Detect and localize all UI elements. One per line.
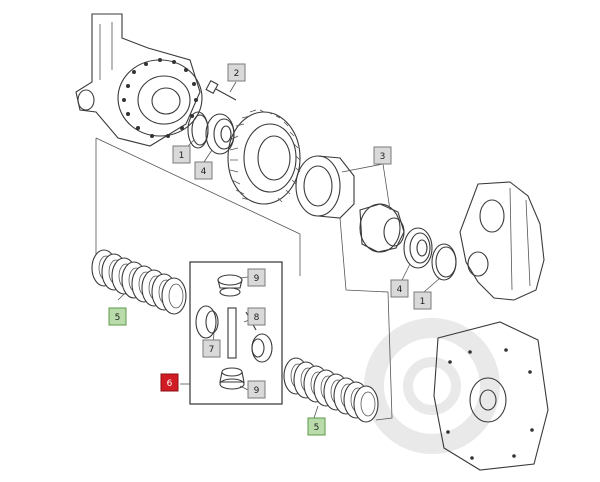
callout-number: 1 [179, 151, 185, 161]
callout-9-c9b[interactable]: 9 [247, 380, 266, 399]
callout-1-c1a[interactable]: 1 [172, 145, 191, 164]
pinion-gear-lower [219, 367, 245, 390]
callout-3-c3[interactable]: 3 [373, 146, 392, 165]
housing-right [433, 181, 549, 471]
ring-gear [227, 109, 301, 205]
callout-number: 9 [254, 386, 260, 396]
callout-9-c9a[interactable]: 9 [247, 268, 266, 287]
callout-number: 3 [380, 152, 386, 162]
callout-number: 6 [167, 379, 173, 389]
callout-4-c4a[interactable]: 4 [194, 161, 213, 180]
callout-5-c5a[interactable]: 5 [108, 307, 127, 326]
side-gear-left [195, 305, 219, 339]
bearing-top [205, 113, 235, 155]
callout-number: 4 [397, 285, 403, 295]
callout-number: 1 [420, 297, 426, 307]
clutch-plate-bore [360, 391, 376, 417]
bolt [205, 79, 237, 101]
callout-number: 8 [254, 313, 260, 323]
side-gear-right [251, 333, 273, 363]
clutch-plates-left [91, 249, 187, 315]
callout-number: 5 [314, 423, 320, 433]
clutch-plate [353, 385, 379, 423]
clutch-plate-bore [168, 283, 184, 309]
callout-2-c2[interactable]: 2 [227, 63, 246, 82]
callout-6-c6[interactable]: 6 [160, 373, 179, 392]
leader-lines [95, 81, 441, 421]
callout-8-c8[interactable]: 8 [247, 307, 266, 326]
cross-shaft [227, 307, 237, 359]
callout-number: 7 [209, 345, 215, 355]
callout-labels: 1 2 3 4 4 1 5 5 6 7 8 9 9 [108, 63, 432, 436]
callout-number: 9 [254, 274, 260, 284]
callout-number: 2 [234, 69, 240, 79]
callout-number: 4 [201, 167, 207, 177]
callout-5-c5b[interactable]: 5 [307, 417, 326, 436]
clutch-plate [161, 277, 187, 315]
callout-number: 5 [115, 313, 121, 323]
callout-7-c7[interactable]: 7 [202, 339, 221, 358]
callout-1-c1b[interactable]: 1 [413, 291, 432, 310]
watermark-gear [364, 318, 500, 454]
bearing-lower [403, 227, 433, 269]
shim-ring-top [187, 111, 209, 149]
housing-top-left [75, 13, 203, 147]
pinion-gear-upper [217, 274, 243, 297]
clutch-plates-right [283, 357, 379, 423]
shim-ring-lower [431, 243, 457, 281]
inset-box-differential-kit [189, 261, 283, 405]
differential-housing [295, 155, 405, 253]
callout-4-c4b[interactable]: 4 [390, 279, 409, 298]
